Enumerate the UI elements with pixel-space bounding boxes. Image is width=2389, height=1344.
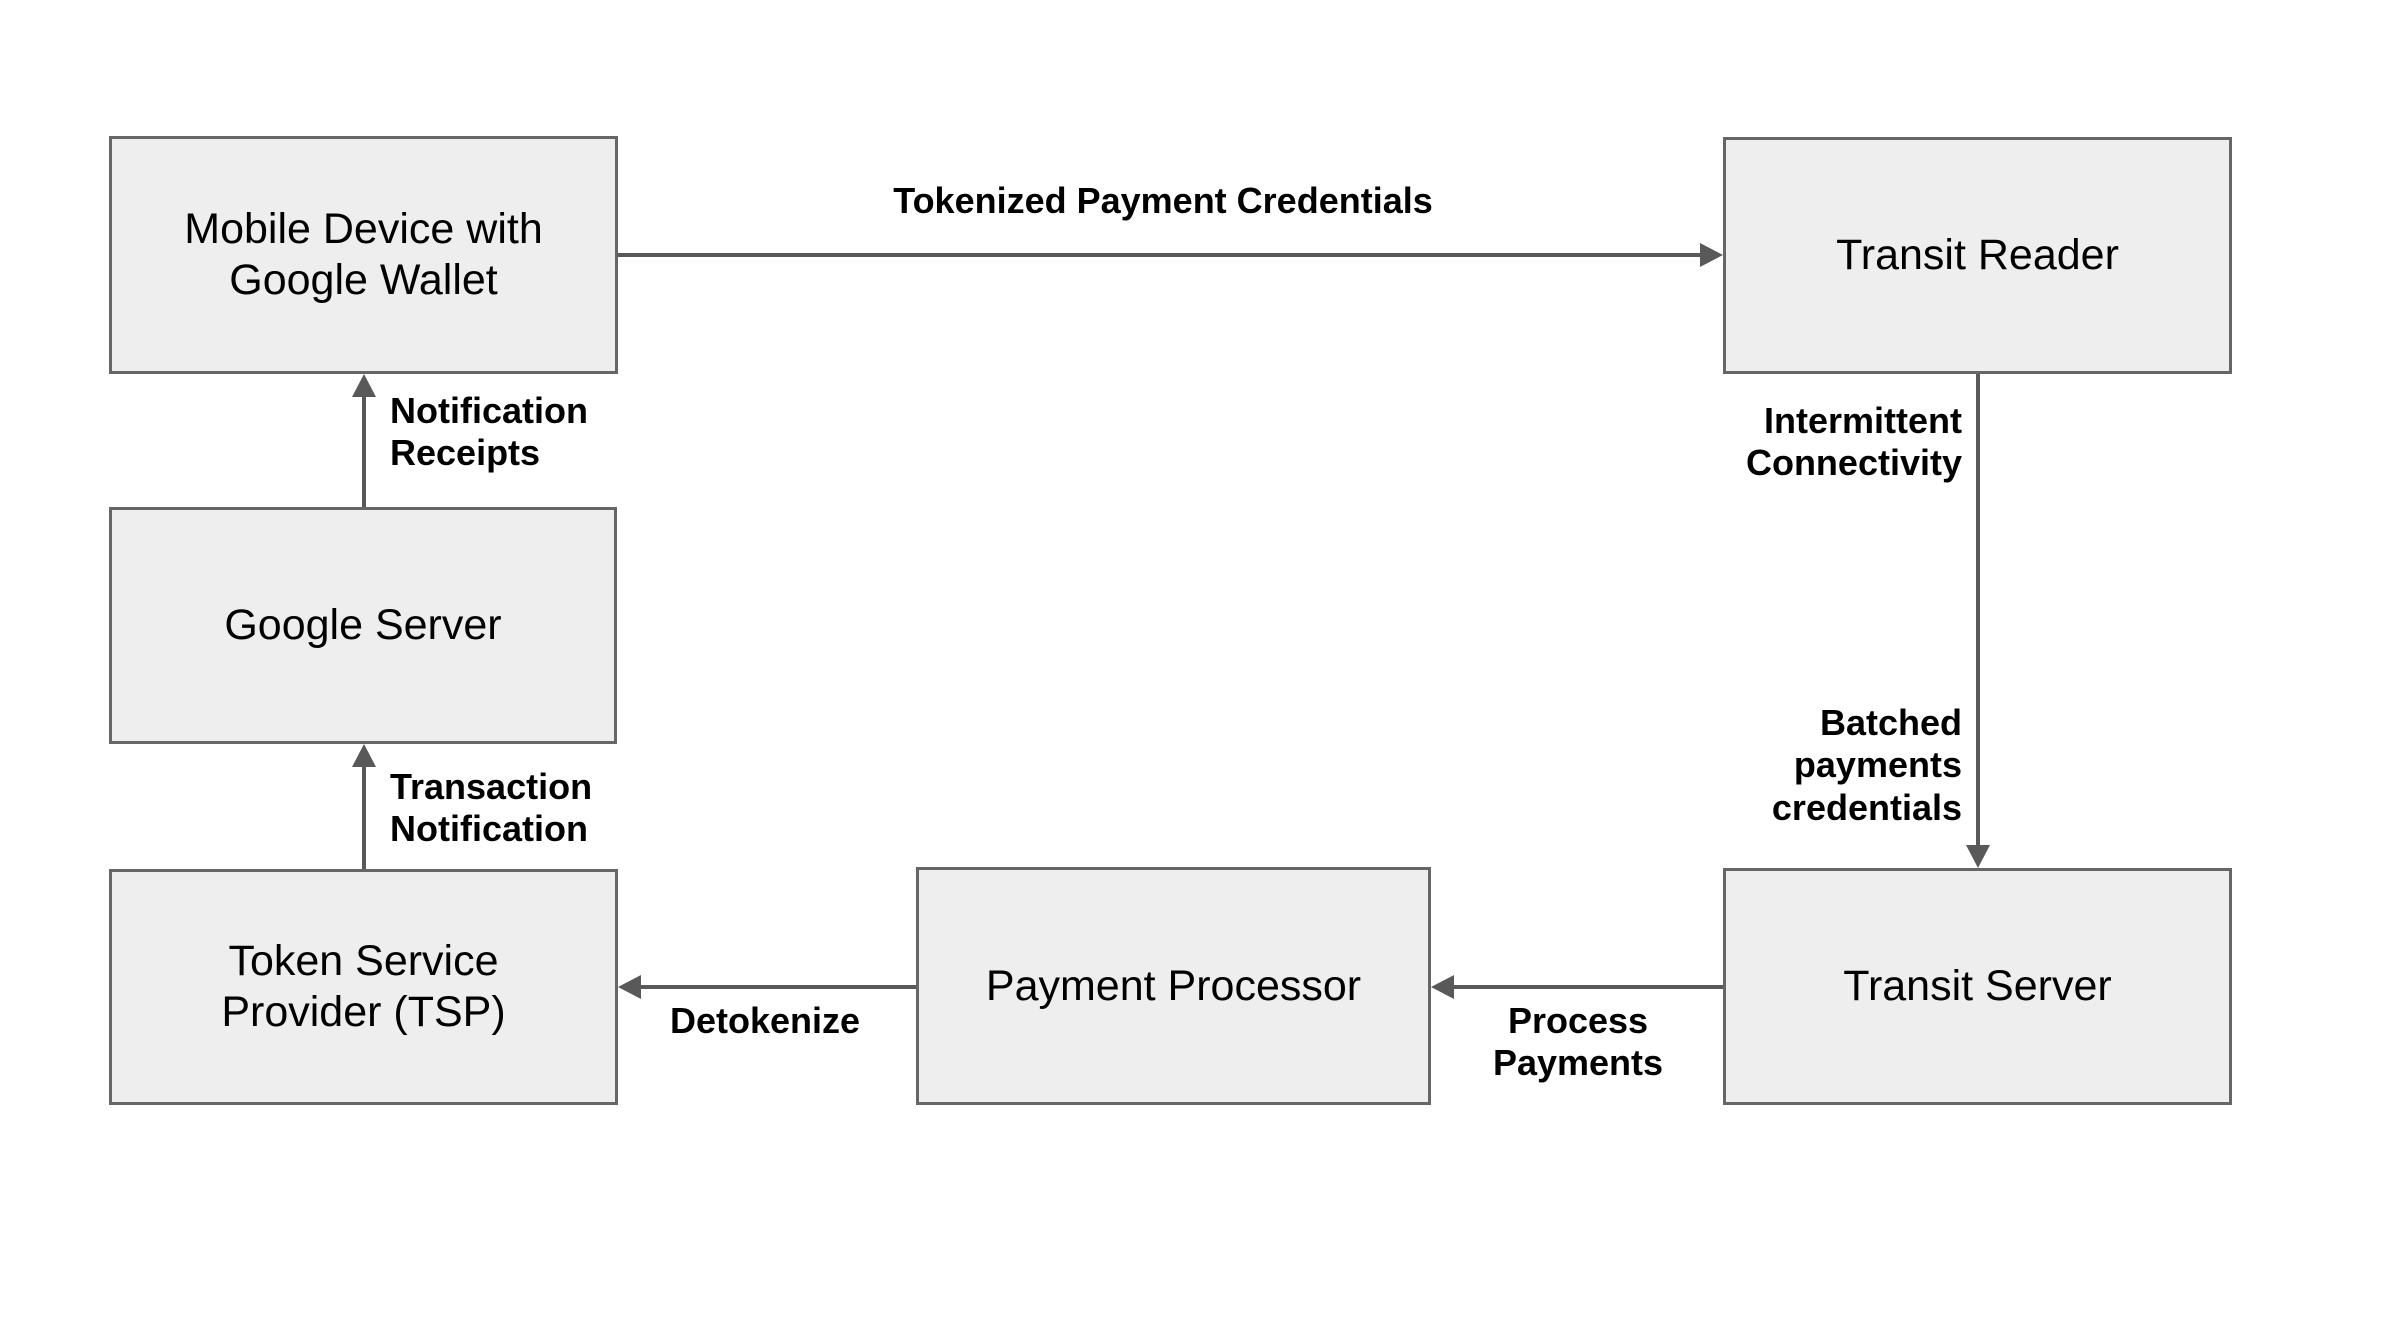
edge-label-detokenize: Detokenize — [669, 1000, 861, 1041]
edge-label-tokenized-payment-credentials: Tokenized Payment Credentials — [893, 180, 1433, 221]
arrowhead-icon — [352, 744, 376, 767]
edge-label-notification-receipts: Notification Receipts — [390, 390, 588, 474]
edge-token-service-to-google-server — [352, 744, 376, 869]
node-token-service-provider-label: Token Service Provider (TSP) — [221, 937, 506, 1036]
node-transit-reader[interactable]: Transit Reader — [1723, 137, 2232, 374]
arrowhead-icon — [618, 975, 641, 999]
node-token-service-provider[interactable]: Token Service Provider (TSP) — [109, 869, 618, 1105]
node-transit-server[interactable]: Transit Server — [1723, 868, 2232, 1105]
node-transit-server-label: Transit Server — [1843, 962, 2112, 1011]
edge-mobile-to-transit-reader — [618, 243, 1723, 267]
edge-label-batched-payments-credentials: Batched payments credentials — [1771, 702, 1962, 828]
edge-transit-server-to-payment-processor — [1431, 975, 1723, 999]
node-payment-processor-label: Payment Processor — [985, 961, 1362, 1010]
edge-transit-reader-to-transit-server — [1966, 374, 1990, 868]
edge-payment-processor-to-token-service — [618, 975, 916, 999]
node-transit-reader-label: Transit Reader — [1836, 231, 2119, 280]
node-google-server[interactable]: Google Server — [109, 507, 617, 744]
node-mobile-device[interactable]: Mobile Device with Google Wallet — [109, 136, 618, 374]
arrowhead-icon — [1431, 975, 1454, 999]
edge-google-server-to-mobile-device — [352, 374, 376, 507]
arrowhead-icon — [1700, 243, 1723, 267]
node-google-server-label: Google Server — [224, 601, 502, 650]
edge-label-transaction-notification: Transaction Notification — [390, 766, 593, 850]
edge-label-process-payments: Process Payments — [1492, 1000, 1664, 1084]
arrowhead-icon — [1966, 845, 1990, 868]
node-mobile-device-label: Mobile Device with Google Wallet — [184, 205, 543, 304]
node-payment-processor[interactable]: Payment Processor — [916, 867, 1431, 1105]
arrowhead-icon — [352, 374, 376, 397]
edge-label-intermittent-connectivity: Intermittent Connectivity — [1745, 400, 1962, 484]
